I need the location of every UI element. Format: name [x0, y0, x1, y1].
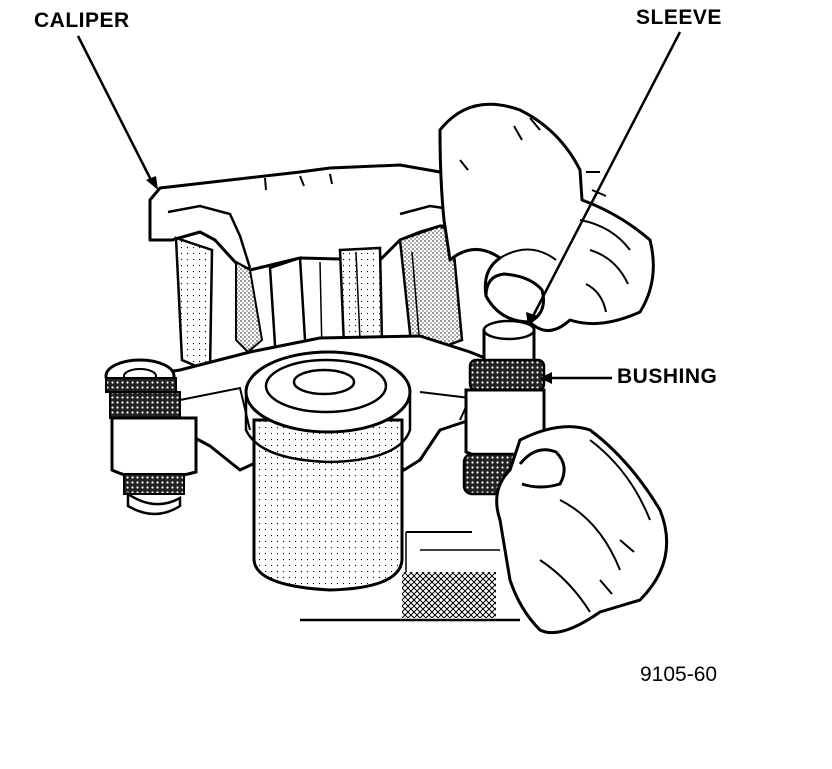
- caliper-label: CALIPER: [34, 9, 130, 32]
- lower-hand: [495, 425, 669, 635]
- caliper-legs: [174, 224, 464, 374]
- floor-shadow: [300, 531, 520, 622]
- bushing-label: BUSHING: [617, 365, 718, 388]
- figure-number: 9105-60: [640, 663, 718, 686]
- caliper-piston: [244, 350, 412, 592]
- upper-hand: [438, 102, 655, 332]
- leader-lines: [76, 31, 682, 384]
- left-bushing-assembly: [104, 358, 198, 516]
- sleeve-label: SLEEVE: [636, 6, 722, 29]
